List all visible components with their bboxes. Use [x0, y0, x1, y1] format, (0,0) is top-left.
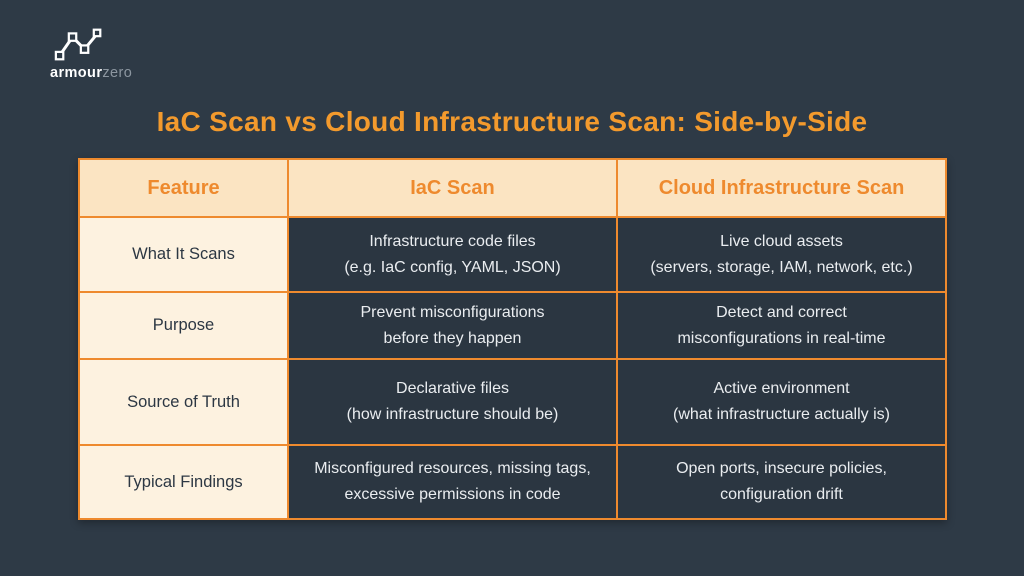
cloud-scan-cell: Active environment (what infrastructure … — [616, 358, 947, 446]
column-header-cloud-scan: Cloud Infrastructure Scan — [616, 158, 947, 218]
page-title: IaC Scan vs Cloud Infrastructure Scan: S… — [156, 106, 868, 137]
feature-name-cell: Source of Truth — [78, 358, 289, 446]
iac-scan-cell: Misconfigured resources, missing tags, e… — [287, 444, 618, 520]
brand-name-armour: armour — [50, 65, 103, 81]
brand-logo: armourzero — [50, 26, 132, 81]
table-row: What It Scans Infrastructure code files … — [78, 216, 947, 293]
table-row: Source of Truth Declarative files (how i… — [78, 358, 947, 446]
feature-name-cell: What It Scans — [78, 216, 289, 293]
column-header-feature: Feature — [78, 158, 289, 218]
feature-name-cell: Purpose — [78, 291, 289, 360]
brand-name: armourzero — [50, 65, 132, 81]
column-header-iac-scan: IaC Scan — [287, 158, 618, 218]
iac-scan-cell: Infrastructure code files (e.g. IaC conf… — [287, 216, 618, 293]
cloud-scan-cell: Open ports, insecure policies, configura… — [616, 444, 947, 520]
comparison-table: Feature IaC Scan Cloud Infrastructure Sc… — [78, 158, 947, 520]
iac-scan-cell: Declarative files (how infrastructure sh… — [287, 358, 618, 446]
iac-scan-cell: Prevent misconfigurations before they ha… — [287, 291, 618, 360]
feature-name-cell: Typical Findings — [78, 444, 289, 520]
cloud-scan-cell: Live cloud assets (servers, storage, IAM… — [616, 216, 947, 293]
table-header-row: Feature IaC Scan Cloud Infrastructure Sc… — [78, 158, 947, 218]
cloud-scan-cell: Detect and correct misconfigurations in … — [616, 291, 947, 360]
table-row: Purpose Prevent misconfigurations before… — [78, 291, 947, 360]
zigzag-line-chart-icon — [50, 26, 106, 63]
table-row: Typical Findings Misconfigured resources… — [78, 444, 947, 520]
comparison-table-wrapper: Feature IaC Scan Cloud Infrastructure Sc… — [78, 158, 947, 520]
brand-name-zero: zero — [102, 65, 133, 81]
